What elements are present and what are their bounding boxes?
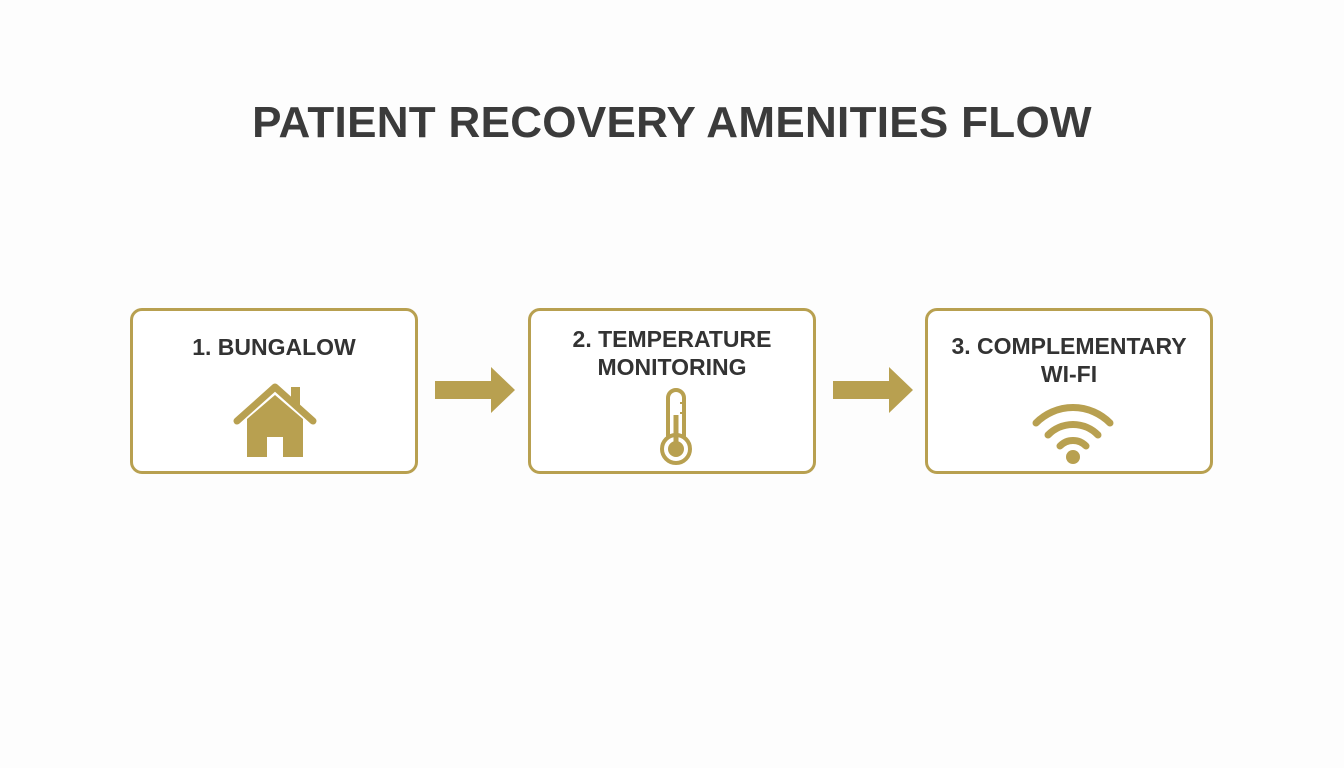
diagram-title: PATIENT RECOVERY AMENITIES FLOW (252, 98, 1092, 147)
arrow-right-icon (833, 367, 913, 413)
house-icon (233, 383, 317, 457)
step-box-complementary-wifi: 3. COMPLEMENTARY WI-FI (925, 308, 1213, 474)
step-box-bungalow: 1. BUNGALOW (130, 308, 418, 474)
step-label-complementary-wifi: 3. COMPLEMENTARY WI-FI (951, 333, 1187, 387)
step-label-temperature-monitoring: 2. TEMPERATURE MONITORING (572, 326, 772, 380)
thermometer-icon (660, 388, 692, 465)
wifi-icon (1032, 404, 1114, 464)
step-box-temperature-monitoring: 2. TEMPERATURE MONITORING (528, 308, 816, 474)
arrow-right-icon (435, 367, 515, 413)
step-label-bungalow: 1. BUNGALOW (192, 334, 356, 360)
